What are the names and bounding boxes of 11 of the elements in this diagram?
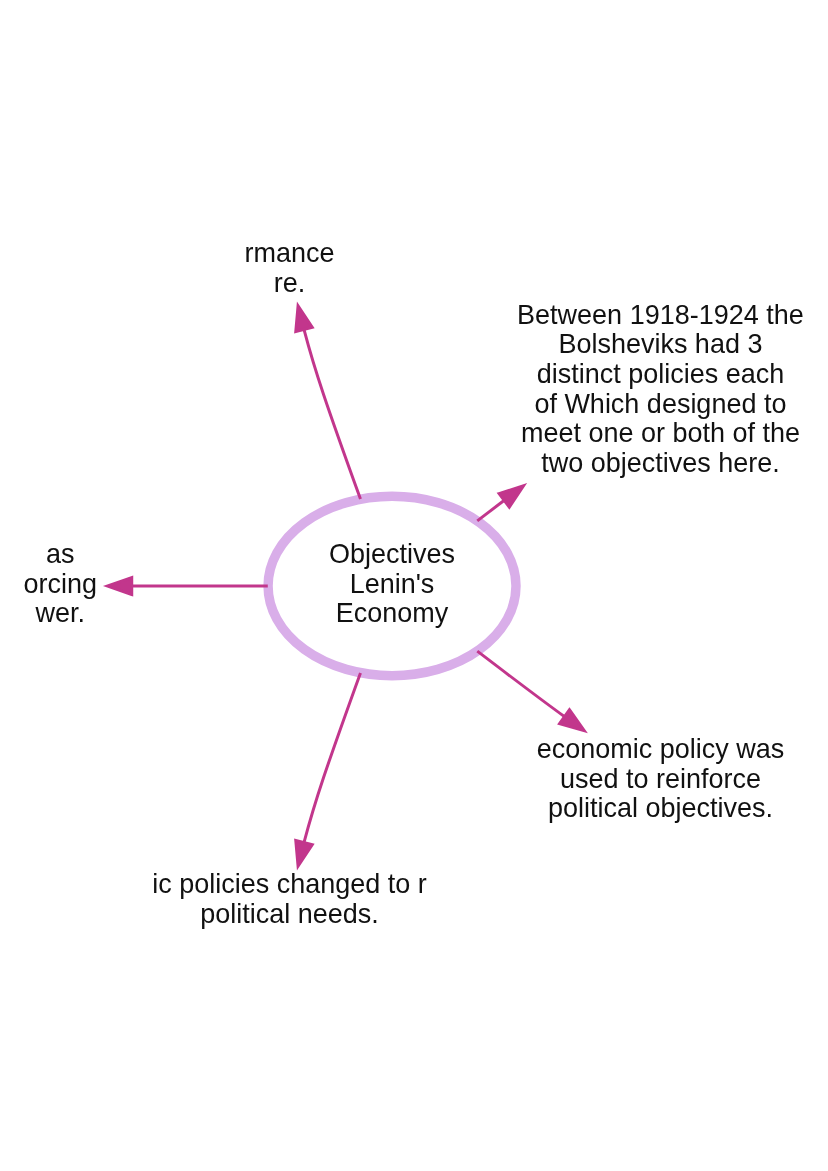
node-text: as orcing wer. — [23, 538, 98, 628]
node-ellipse: Objectives Lenin's Economy — [263, 491, 521, 680]
arrow — [294, 671, 362, 870]
node-text: Between 1918-1924 the Bolsheviks had 3 distinct policies each of Which designed to meet one or both of the two objectives here. — [517, 299, 804, 478]
arrow — [294, 301, 362, 500]
node-text: rmance re. — [244, 237, 335, 298]
node-text: ic policies changed to r political needs. — [152, 868, 427, 929]
arrow — [476, 649, 588, 733]
arrow — [476, 482, 528, 522]
arrow — [102, 574, 268, 597]
node-text: economic policy was used to reinforce political objectives. — [536, 733, 785, 823]
